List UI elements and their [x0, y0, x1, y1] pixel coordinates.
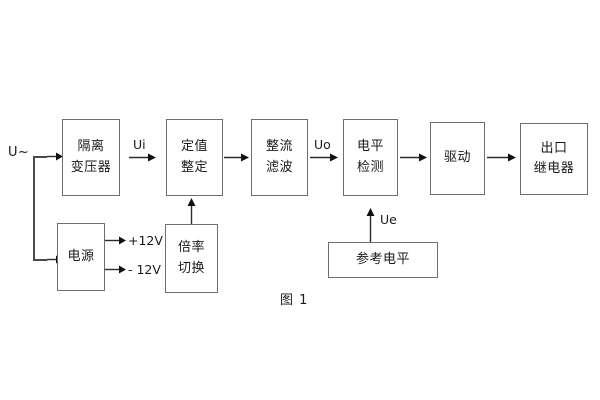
block-multiplier-switch-line2: 切换 [177, 260, 205, 276]
arrow-reference-to-level-detect [366, 208, 375, 242]
wire-input-vertical [33, 156, 35, 260]
signal-ue-label: Ue [380, 212, 397, 227]
arrow-level-detect-to-driver [400, 153, 427, 162]
arrow-driver-to-output-relay [487, 153, 516, 162]
block-rectify-filter-line1: 整流 [265, 139, 293, 155]
wire-input-to-power [33, 259, 47, 261]
block-multiplier-switch-line1: 倍率 [177, 240, 205, 256]
block-level-detect-line2: 检测 [356, 159, 384, 175]
block-reference-level[interactable]: 参考电平 [328, 242, 438, 278]
input-source-label: U~ [8, 145, 30, 160]
block-power-supply[interactable]: 电源 [57, 223, 105, 291]
block-level-detect-line1: 电平 [356, 139, 384, 155]
arrow-setting-to-rectify [224, 153, 249, 162]
figure-caption: 图 1 [280, 293, 309, 308]
block-isolation-transformer-line1: 隔离 [77, 139, 105, 155]
arrow-rectify-to-level-detect [310, 153, 338, 162]
arrow-into-isolation-transformer [47, 152, 63, 161]
block-power-supply-line1: 电源 [67, 248, 95, 264]
block-setting-adjust[interactable]: 定值 整定 [166, 119, 223, 196]
block-multiplier-switch[interactable]: 倍率 切换 [165, 224, 218, 293]
block-output-relay-line1: 出口 [540, 140, 568, 156]
block-output-relay-line2: 继电器 [533, 161, 575, 176]
block-level-detect[interactable]: 电平 检测 [343, 119, 398, 196]
block-output-relay[interactable]: 出口 继电器 [520, 123, 588, 195]
arrow-isolation-to-setting [129, 153, 156, 162]
block-driver-line1: 驱动 [443, 150, 471, 166]
signal-ui-label: Ui [133, 137, 146, 152]
block-isolation-transformer[interactable]: 隔离 变压器 [62, 119, 120, 196]
arrow-multiplier-to-setting [187, 198, 196, 224]
arrow-rail-negative [105, 265, 126, 274]
block-driver[interactable]: 驱动 [430, 122, 485, 195]
block-setting-adjust-line1: 定值 [180, 139, 208, 155]
rail-negative-label: - 12V [128, 262, 161, 277]
signal-uo-label: Uo [314, 137, 331, 152]
block-reference-level-line1: 参考电平 [355, 251, 410, 267]
block-rectify-filter-line2: 滤波 [265, 159, 293, 175]
block-isolation-transformer-line2: 变压器 [70, 159, 112, 175]
rail-positive-label: +12V [128, 233, 163, 248]
block-rectify-filter[interactable]: 整流 滤波 [251, 119, 308, 196]
arrow-rail-positive [105, 236, 126, 245]
block-setting-adjust-line2: 整定 [180, 159, 208, 175]
wire-input-stub [33, 156, 47, 158]
